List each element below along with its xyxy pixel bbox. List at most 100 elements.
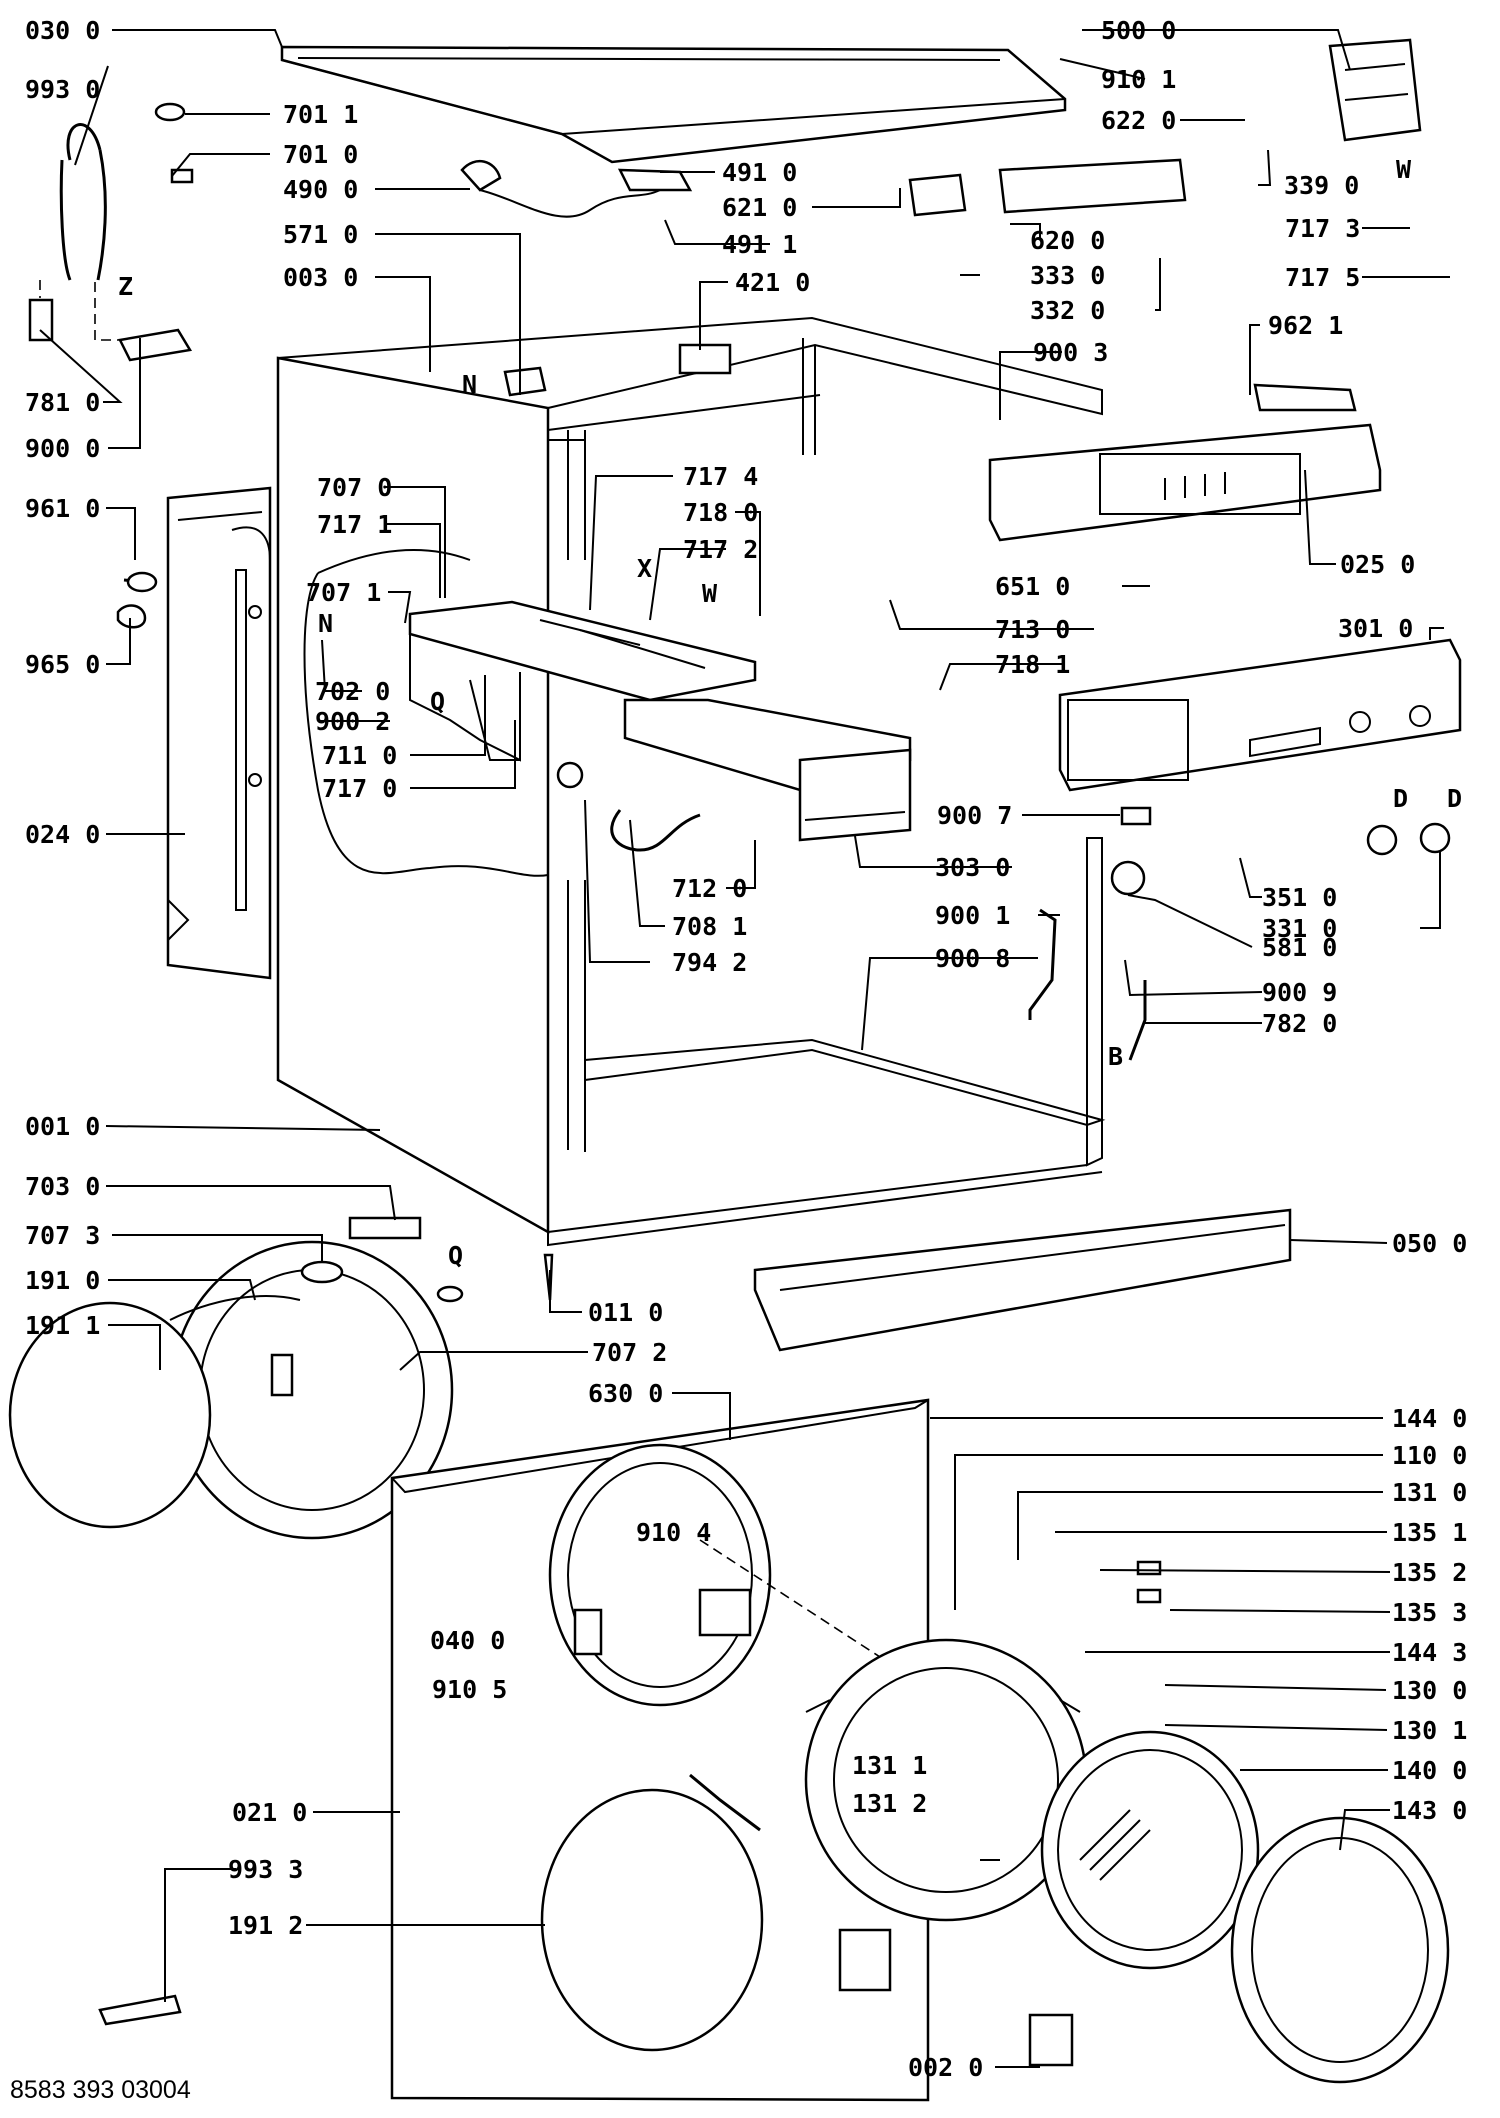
part-label: 131 1 [852, 1751, 927, 1780]
front-fascia [1058, 638, 1462, 792]
part-label: 130 0 [1392, 1676, 1467, 1705]
part-label: 961 0 [25, 494, 100, 523]
hose-assembly [28, 123, 193, 362]
part-label: 717 4 [683, 462, 758, 491]
part-label: 794 2 [672, 948, 747, 977]
part-label: 718 1 [995, 650, 1070, 679]
ref-letter: W [702, 579, 718, 608]
part-label: 135 1 [1392, 1518, 1467, 1547]
part-label: 707 0 [317, 473, 392, 502]
part-label: 011 0 [588, 1298, 663, 1327]
part-label: 135 2 [1392, 1558, 1467, 1587]
part-label: 421 0 [735, 268, 810, 297]
part-label: 140 0 [1392, 1756, 1467, 1785]
ref-letter: N [318, 609, 333, 638]
reference-letters: Z N N X W W D D B Q Q [118, 155, 1462, 1270]
part-label: 707 1 [306, 578, 381, 607]
part-label: 191 1 [25, 1311, 100, 1340]
part-label: 707 3 [25, 1221, 100, 1250]
part-label: 040 0 [430, 1626, 505, 1655]
top-cover [280, 45, 1067, 164]
part-label: 910 5 [432, 1675, 507, 1704]
part-label: 900 0 [25, 434, 100, 463]
part-label: 781 0 [25, 388, 100, 417]
part-label: 191 0 [25, 1266, 100, 1295]
part-label: 900 9 [1262, 978, 1337, 1007]
part-label: 651 0 [995, 572, 1070, 601]
part-label: 900 1 [935, 901, 1010, 930]
cabinet-outline-dashed-region [303, 549, 549, 877]
cabinet-frame [276, 316, 1106, 1247]
drawing-code: 8583 393 03004 [10, 2076, 191, 2104]
part-label: 500 0 [1101, 16, 1176, 45]
part-label: 144 0 [1392, 1404, 1467, 1433]
ptc-door-lock [503, 343, 732, 397]
part-label: 110 0 [1392, 1441, 1467, 1470]
kickplate [753, 1208, 1292, 1352]
part-label: 002 0 [908, 2053, 983, 2082]
part-label: 701 1 [283, 100, 358, 129]
ref-letter: N [462, 370, 477, 399]
ref-letter: D [1447, 784, 1462, 813]
part-label: 131 2 [852, 1789, 927, 1818]
part-label: 131 0 [1392, 1478, 1467, 1507]
part-label: 717 3 [1285, 214, 1360, 243]
part-label: 621 0 [722, 193, 797, 222]
part-label: 900 7 [937, 801, 1012, 830]
part-label: 622 0 [1101, 106, 1176, 135]
part-label: 711 0 [322, 741, 397, 770]
terminal-blocks [908, 158, 1187, 217]
door-glass [1040, 1730, 1260, 1970]
part-label: 900 3 [1033, 338, 1108, 367]
part-label: 021 0 [232, 1798, 307, 1827]
part-labels: 030 0 993 0 701 1 701 0 490 0 571 0 003 … [25, 16, 1467, 2082]
part-label: 001 0 [25, 1112, 100, 1141]
part-label: 050 0 [1392, 1229, 1467, 1258]
part-label: 491 0 [722, 158, 797, 187]
part-label: 708 1 [672, 912, 747, 941]
part-label: 630 0 [588, 1379, 663, 1408]
part-label: 003 0 [283, 263, 358, 292]
misc-small-parts [98, 102, 1162, 2067]
ref-letter: B [1108, 1042, 1123, 1071]
part-label: 910 1 [1101, 65, 1176, 94]
part-label: 491 1 [722, 230, 797, 259]
part-label: 900 2 [315, 707, 390, 736]
part-label: 900 8 [935, 944, 1010, 973]
part-label: 993 0 [25, 75, 100, 104]
part-label: 332 0 [1030, 296, 1105, 325]
part-label: 024 0 [25, 820, 100, 849]
suspension-legs [1028, 806, 1152, 1061]
part-label: 717 2 [683, 535, 758, 564]
part-label: 581 0 [1262, 933, 1337, 962]
part-label: 962 1 [1268, 311, 1343, 340]
part-label: 490 0 [283, 175, 358, 204]
part-label: 143 0 [1392, 1796, 1467, 1825]
part-label: 701 0 [283, 140, 358, 169]
part-label: 712 0 [672, 874, 747, 903]
part-label: 030 0 [25, 16, 100, 45]
part-label: 702 0 [315, 677, 390, 706]
part-label: 717 1 [317, 510, 392, 539]
part-label: 707 2 [592, 1338, 667, 1367]
leader-lines [39, 29, 1450, 2068]
knobs [1110, 822, 1451, 896]
part-label: 703 0 [25, 1172, 100, 1201]
part-label: 191 2 [228, 1911, 303, 1940]
ref-letter: Q [448, 1241, 463, 1270]
control-panel [988, 383, 1382, 542]
part-label: 965 0 [25, 650, 100, 679]
electronic-module [1328, 38, 1422, 142]
ref-letter: W [1396, 155, 1412, 184]
inlet-valve [460, 159, 693, 218]
part-label: 135 3 [1392, 1598, 1467, 1627]
part-label: 620 0 [1030, 226, 1105, 255]
part-label: 333 0 [1030, 261, 1105, 290]
part-label: 301 0 [1338, 614, 1413, 643]
door-handle [573, 1588, 752, 1656]
part-label: 331 0 [1262, 914, 1337, 943]
part-label: 339 0 [1284, 171, 1359, 200]
ref-letter: Q [430, 687, 445, 716]
part-label: 910 4 [636, 1518, 711, 1547]
